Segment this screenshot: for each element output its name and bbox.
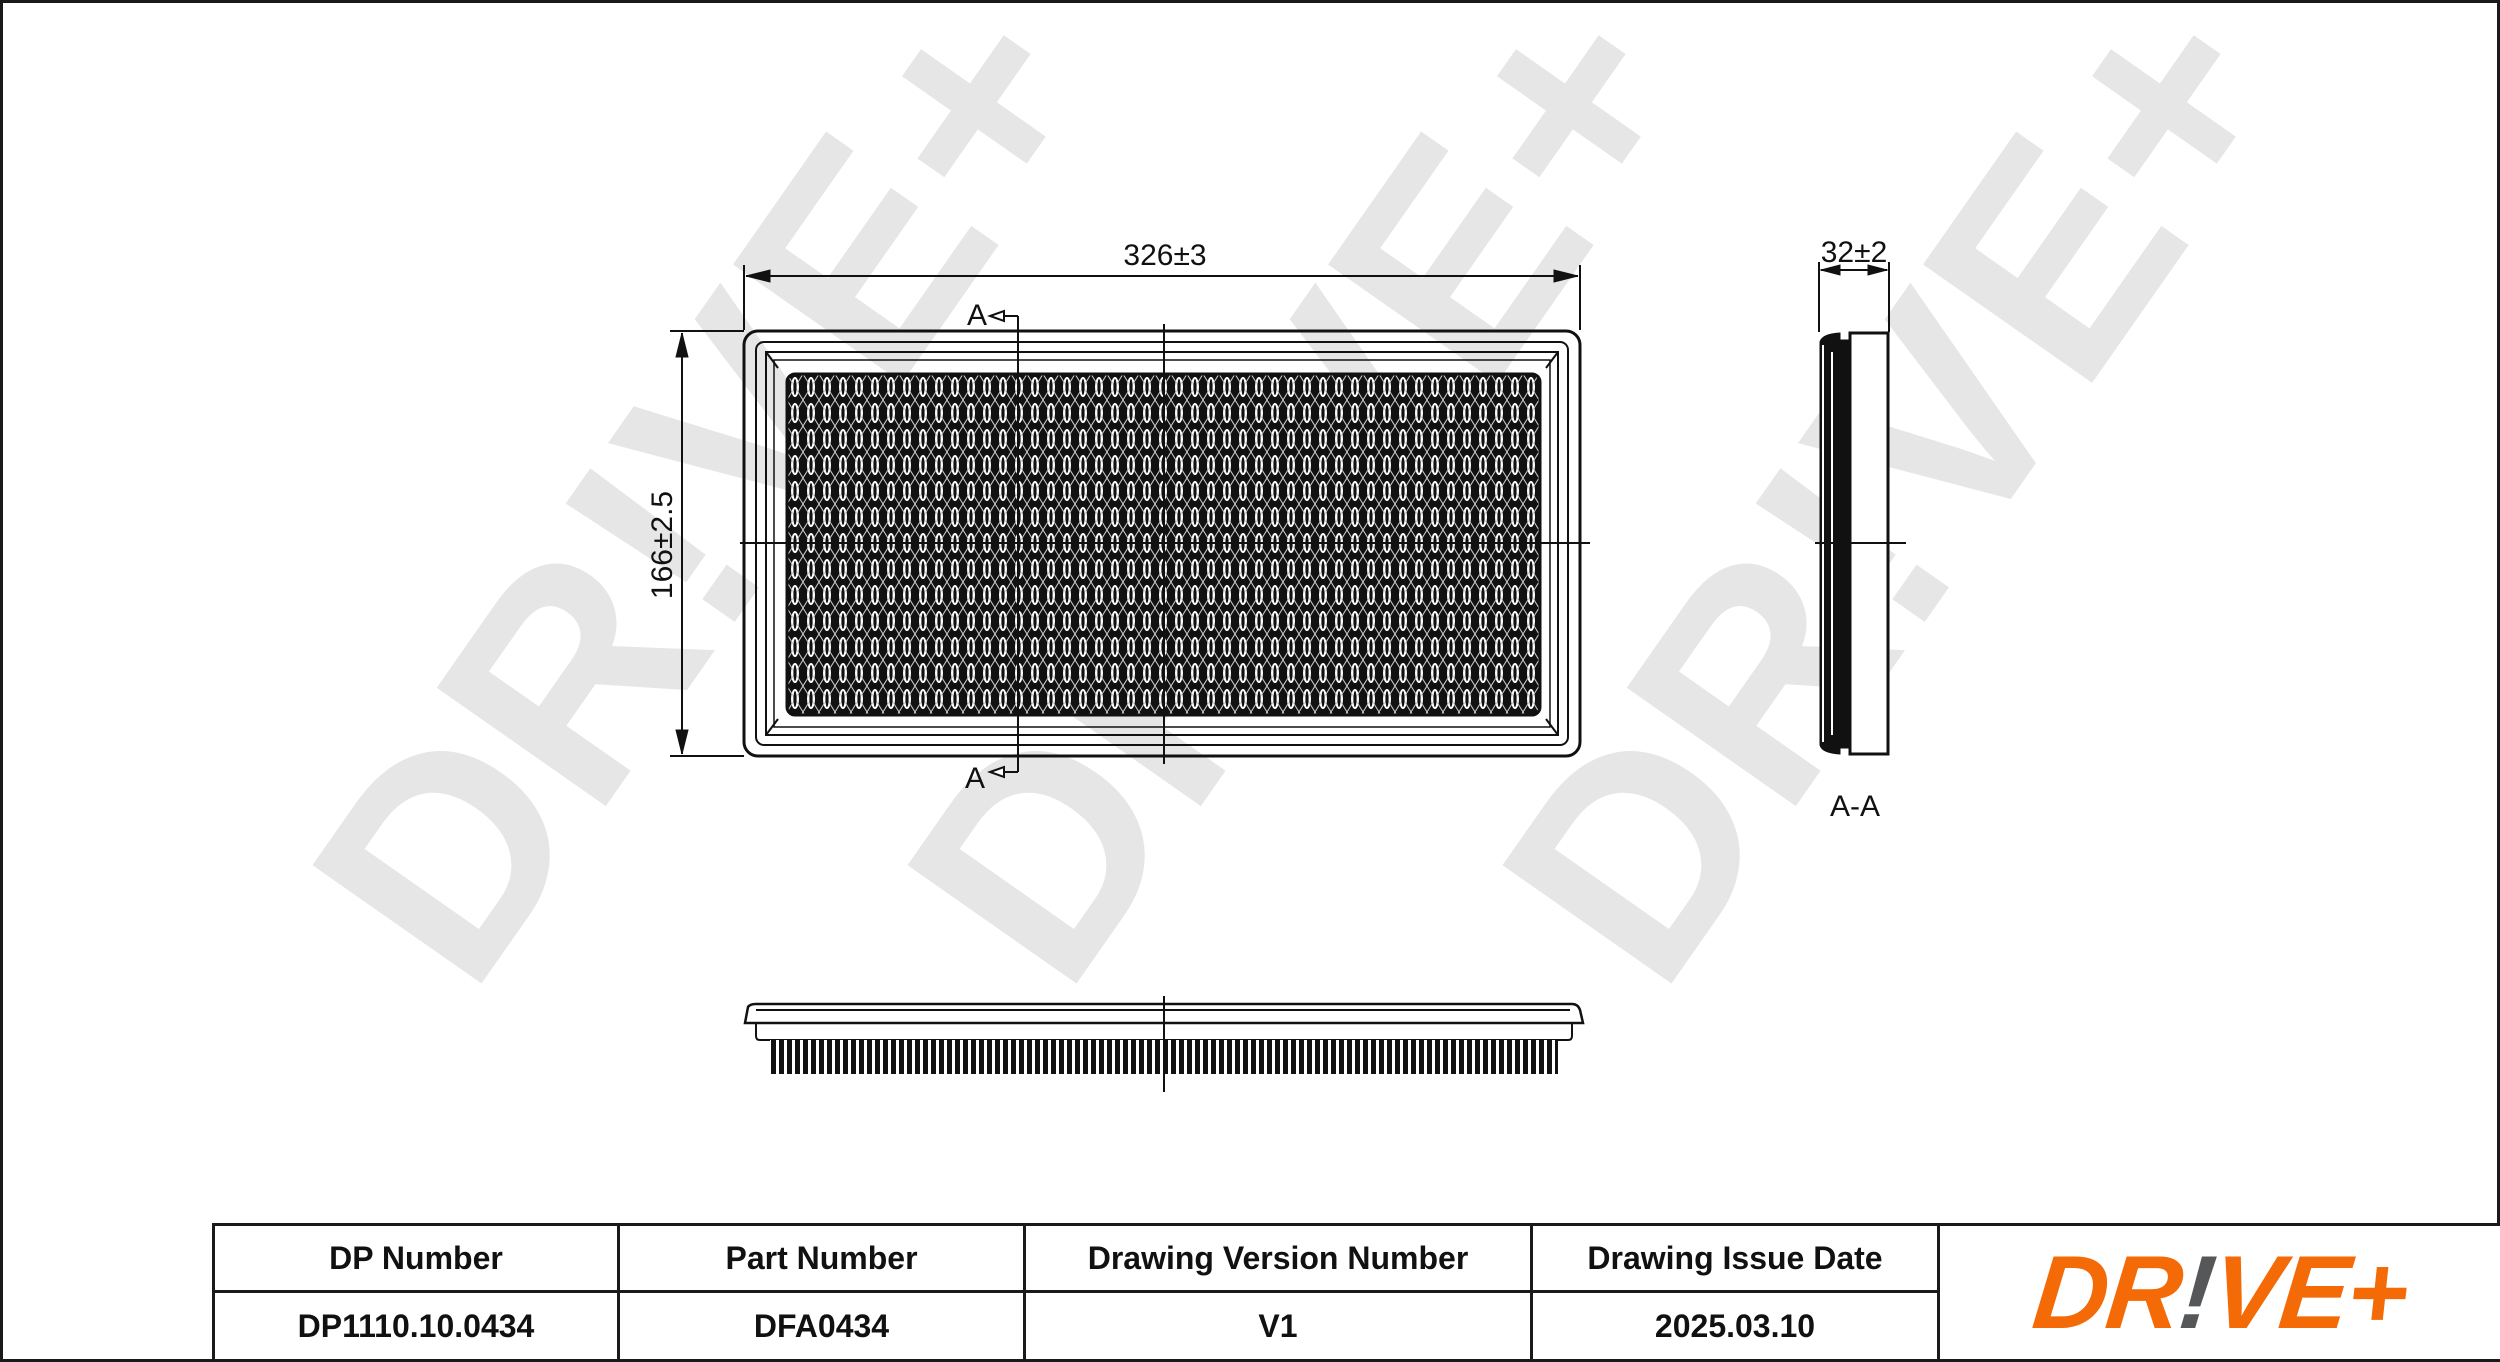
value-part-number: DFA0434 (617, 1290, 1026, 1362)
brand-logo-cell: DR!VE+ (1937, 1223, 2500, 1362)
title-block-value-row: DP1110.10.0434 DFA0434 V1 2025.03.10 (212, 1290, 2500, 1362)
depth-dimension-label: 32±2 (1821, 236, 1888, 269)
width-dimension-label: 326±3 (1123, 239, 1206, 272)
header-drawing-version: Drawing Version Number (1023, 1223, 1533, 1293)
section-marker-top: A (967, 299, 987, 332)
header-issue-date: Drawing Issue Date (1530, 1223, 1940, 1293)
header-dp-number: DP Number (212, 1223, 620, 1293)
bottom-view (743, 996, 1585, 1092)
value-issue-date: 2025.03.10 (1530, 1290, 1940, 1362)
value-dp-number: DP1110.10.0434 (212, 1290, 620, 1362)
section-marker-bottom: A (965, 762, 985, 795)
side-view-section (1815, 262, 1906, 756)
title-block-header-row: DP Number Part Number Drawing Version Nu… (212, 1223, 2500, 1362)
header-part-number: Part Number (617, 1223, 1026, 1293)
section-label: A-A (1830, 790, 1880, 823)
height-dimension-label: 166±2.5 (646, 491, 679, 599)
brand-logo: DR!VE+ (2027, 1234, 2413, 1351)
value-drawing-version: V1 (1023, 1290, 1533, 1362)
front-view (670, 265, 1590, 779)
title-block: DP Number Part Number Drawing Version Nu… (212, 1223, 2500, 1362)
